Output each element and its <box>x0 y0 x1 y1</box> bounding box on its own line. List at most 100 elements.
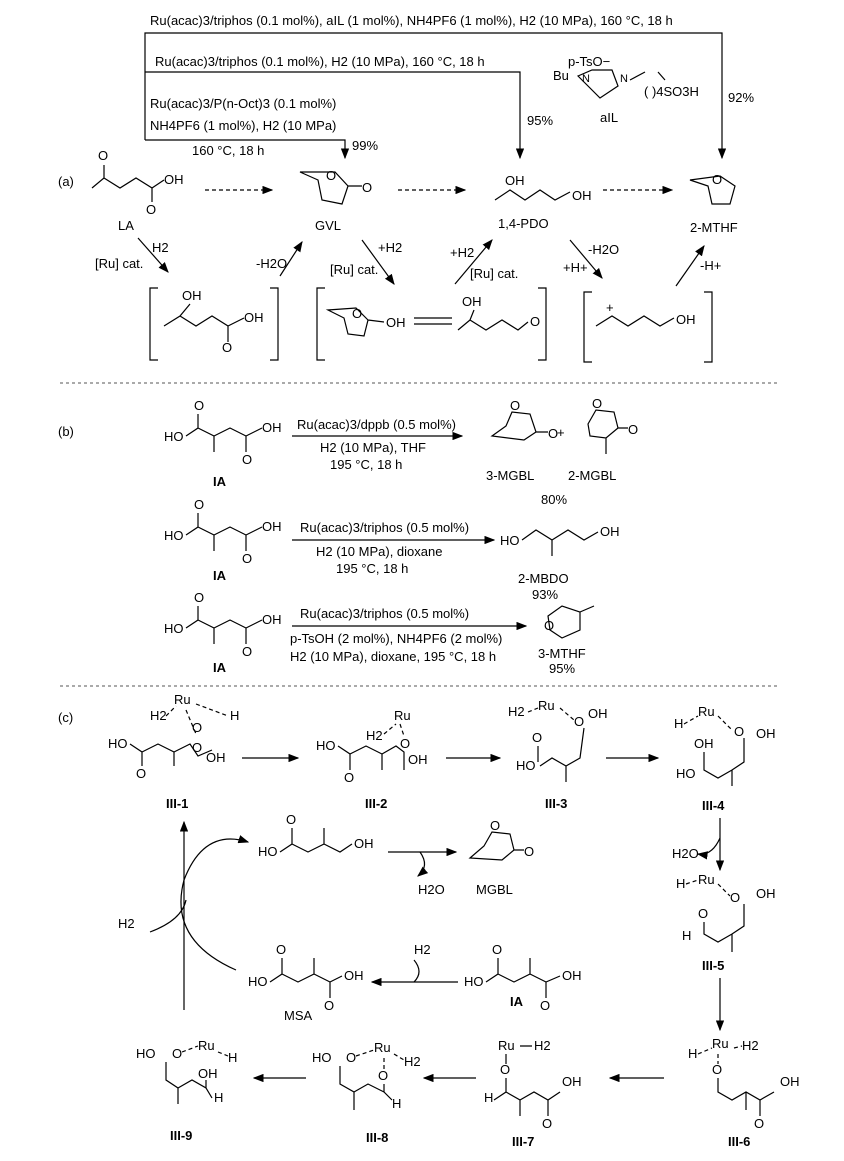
svg-text:OH: OH <box>206 750 226 765</box>
svg-text:O: O <box>628 422 638 437</box>
svg-text:OH: OH <box>562 1074 582 1089</box>
svg-text:H: H <box>676 876 685 891</box>
svg-text:OH: OH <box>600 524 620 539</box>
svg-text:O: O <box>146 202 156 217</box>
intermediate-III-9: HO O Ru H OH H III-9 <box>136 1038 237 1143</box>
svg-text:[Ru] cat.: [Ru] cat. <box>95 256 143 271</box>
svg-text:HO: HO <box>312 1050 332 1065</box>
svg-text:OH: OH <box>386 315 406 330</box>
svg-text:OH: OH <box>198 1066 218 1081</box>
svg-text:HO: HO <box>676 766 696 781</box>
svg-text:H: H <box>484 1090 493 1105</box>
svg-text:O: O <box>544 618 554 633</box>
svg-text:III-3: III-3 <box>545 796 567 811</box>
svg-text:H2: H2 <box>118 916 135 931</box>
svg-text:OH: OH <box>182 288 202 303</box>
hydroxy-acid: OH OH O <box>149 287 279 361</box>
svg-text:OH: OH <box>262 519 282 534</box>
ail-chain: ( )4SO3H <box>644 84 699 99</box>
svg-text:195 °C, 18 h: 195 °C, 18 h <box>336 561 408 576</box>
ail-anion: p-TsO− <box>568 54 610 69</box>
mthf-label: 2-MTHF <box>690 220 738 235</box>
svg-text:O: O <box>326 168 336 183</box>
svg-text:H: H <box>214 1090 223 1105</box>
svg-text:OH: OH <box>756 886 776 901</box>
svg-text:HO: HO <box>500 533 520 548</box>
svg-text:IA: IA <box>213 568 227 583</box>
svg-text:O: O <box>242 452 252 467</box>
svg-text:III-5: III-5 <box>702 958 724 973</box>
svg-text:Ru: Ru <box>712 1036 729 1051</box>
cond-mid: Ru(acac)3/triphos (0.1 mol%), H2 (10 MPa… <box>155 54 485 69</box>
section-a-label: (a) <box>58 174 74 189</box>
svg-text:H2 (10 MPa), dioxane: H2 (10 MPa), dioxane <box>316 544 442 559</box>
svg-text:+: + <box>606 300 614 315</box>
svg-text:HO: HO <box>108 736 128 751</box>
svg-text:OH: OH <box>694 736 714 751</box>
svg-text:OH: OH <box>354 836 374 851</box>
svg-text:Ru(acac)3/triphos (0.5 mol%): Ru(acac)3/triphos (0.5 mol%) <box>300 520 469 535</box>
mbdo: HO OH 2-MBDO 93% <box>500 524 620 602</box>
svg-text:H2: H2 <box>150 708 167 723</box>
section-b-label: (b) <box>58 424 74 439</box>
svg-text:H2: H2 <box>366 728 383 743</box>
svg-text:[Ru] cat.: [Ru] cat. <box>330 262 378 277</box>
svg-text:III-2: III-2 <box>365 796 387 811</box>
yield-95: 95% <box>527 113 553 128</box>
svg-text:OH: OH <box>572 188 592 203</box>
svg-text:+H+: +H+ <box>563 260 588 275</box>
svg-text:+H2: +H2 <box>378 240 402 255</box>
svg-text:III-4: III-4 <box>702 798 725 813</box>
svg-text:p-TsOH (2 mol%), NH4PF6 (2 mol: p-TsOH (2 mol%), NH4PF6 (2 mol%) <box>290 631 502 646</box>
svg-text:O: O <box>542 1116 552 1131</box>
svg-text:H2O: H2O <box>672 846 699 861</box>
svg-text:O: O <box>712 172 722 187</box>
svg-text:O: O <box>194 590 204 605</box>
svg-text:Ru: Ru <box>394 708 411 723</box>
svg-text:HO: HO <box>516 758 536 773</box>
svg-text:H2: H2 <box>534 1038 551 1053</box>
svg-text:O: O <box>490 818 500 833</box>
svg-text:Ru: Ru <box>538 698 555 713</box>
svg-text:N: N <box>620 73 628 85</box>
la-label: LA <box>118 218 134 233</box>
svg-text:HO: HO <box>164 621 184 636</box>
yield-92: 92% <box>728 90 754 105</box>
svg-text:Ru(acac)3/triphos (0.5 mol%): Ru(acac)3/triphos (0.5 mol%) <box>300 606 469 621</box>
svg-text:H2: H2 <box>152 240 169 255</box>
section-c-label: (c) <box>58 710 73 725</box>
gvl-molecule: O O GVL <box>299 168 372 233</box>
svg-text:HO: HO <box>464 974 484 989</box>
svg-text:O: O <box>136 766 146 781</box>
intermediate-III-6: Ru H H2 O OH O III-6 <box>688 1036 800 1149</box>
svg-text:O: O <box>172 1046 182 1061</box>
intermediate-III-3: H2 Ru O OH O HO III-3 <box>508 698 608 811</box>
svg-text:+H2: +H2 <box>450 245 474 260</box>
svg-text:O: O <box>500 1062 510 1077</box>
svg-text:III-7: III-7 <box>512 1134 534 1149</box>
svg-text:H2O: H2O <box>418 882 445 897</box>
svg-text:Ru: Ru <box>374 1040 391 1055</box>
svg-text:-H2O: -H2O <box>256 256 287 271</box>
svg-text:OH: OH <box>462 294 482 309</box>
svg-text:H: H <box>674 716 683 731</box>
svg-text:O: O <box>222 340 232 355</box>
svg-text:O: O <box>362 180 372 195</box>
svg-text:OH: OH <box>344 968 364 983</box>
svg-text:HO: HO <box>136 1046 156 1061</box>
svg-text:OH: OH <box>756 726 776 741</box>
svg-text:OH: OH <box>262 420 282 435</box>
svg-text:Ru: Ru <box>198 1038 215 1053</box>
ia-molecule-1: HO O O OH IA <box>164 398 282 489</box>
svg-text:95%: 95% <box>549 661 575 676</box>
svg-text:OH: OH <box>780 1074 800 1089</box>
svg-text:O: O <box>98 148 108 163</box>
svg-text:IA: IA <box>510 994 524 1009</box>
svg-text:O: O <box>712 1062 722 1077</box>
svg-text:H2 (10 MPa), THF: H2 (10 MPa), THF <box>320 440 426 455</box>
svg-text:O: O <box>548 426 558 441</box>
svg-text:H: H <box>688 1046 697 1061</box>
ia-molecule-c: HO O OH O IA <box>464 942 582 1013</box>
svg-text:Ru(acac)3/dppb (0.5 mol%): Ru(acac)3/dppb (0.5 mol%) <box>297 417 456 432</box>
